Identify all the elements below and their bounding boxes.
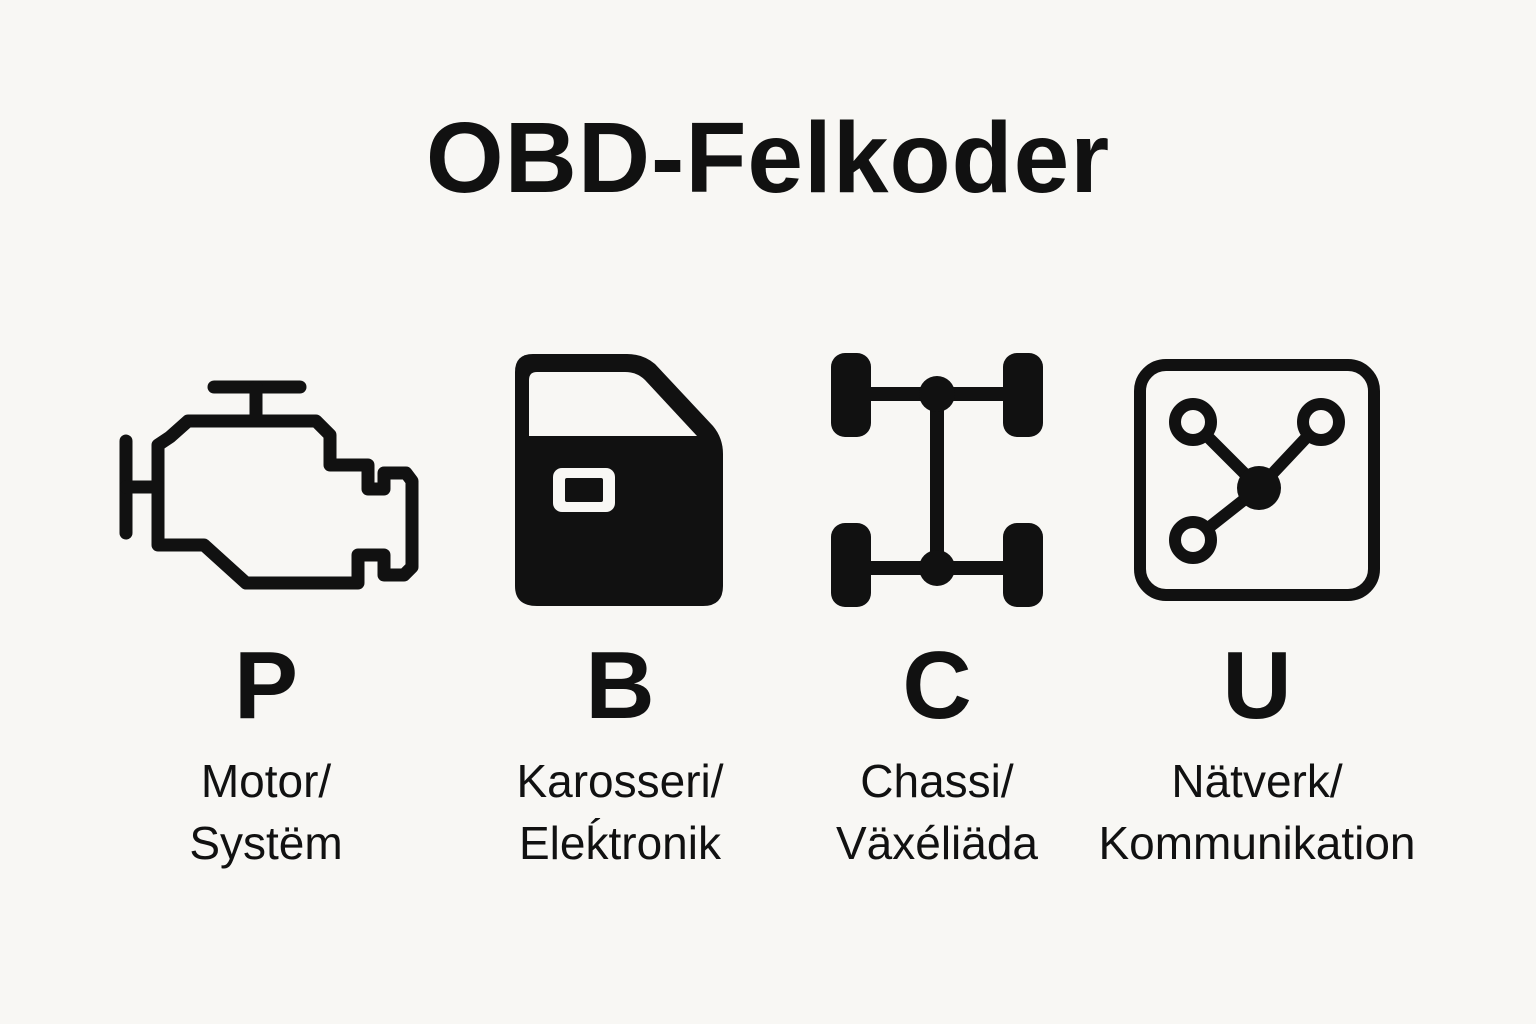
page-title: OBD-Felkoder [425,102,1111,214]
engine-icon [119,380,419,590]
category-c: C Chassi/ Växéliäda [737,340,1137,874]
category-p: P Motor/ Systëm [66,340,466,874]
category-p-letter: P [233,632,299,739]
category-b-label-line1: Karosseri/ [516,755,724,807]
category-b-label: Karosseri/ Eleḱtronik [516,750,723,874]
category-p-icon-wrap [66,340,466,620]
category-u-label-line1: Nätverk/ [1171,755,1343,807]
category-c-label-line2: Växéliäda [835,817,1039,869]
category-b-letter: B [585,632,655,739]
category-p-label-line1: Motor/ [200,755,332,807]
category-c-letter: C [902,632,972,739]
category-p-label: Motor/ Systëm [189,750,342,874]
category-u-label-line2: Kommunikation [1098,817,1416,869]
category-u-icon-wrap [1057,340,1457,620]
category-p-label-line2: Systëm [189,817,343,869]
chassis-axle-icon [831,353,1043,607]
category-c-label: Chassi/ Växéliäda [836,750,1038,874]
car-door-icon [515,354,723,606]
network-nodes-icon [1134,359,1380,601]
category-b-label-line2: Eleḱtronik [519,817,721,869]
category-c-label-line1: Chassi/ [860,755,1014,807]
category-c-icon-wrap [737,340,1137,620]
category-b: B Karosseri/ Eleḱtronik [420,340,820,874]
category-u-letter: U [1222,632,1292,739]
category-b-icon-wrap [420,340,820,620]
category-u: U Nätverk/ Kommunikation [1057,340,1457,874]
category-u-label: Nätverk/ Kommunikation [1098,750,1415,874]
